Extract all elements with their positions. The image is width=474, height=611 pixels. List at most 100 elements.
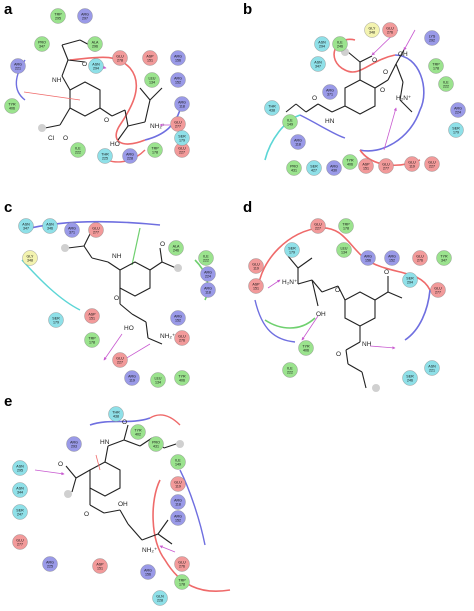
pocket-contour-acidic (257, 227, 431, 291)
atom-label: O (380, 87, 385, 94)
residue-name: GLU (416, 254, 424, 258)
residue-bubble (174, 130, 190, 146)
residue-name: ARG (14, 62, 22, 66)
ligand-structure (61, 233, 182, 345)
residue-number: 152 (175, 519, 181, 523)
residue-number: 178 (152, 151, 158, 155)
residue-bubble (200, 282, 216, 298)
residue-number: 277 (383, 167, 389, 171)
residue-bubble (84, 332, 100, 348)
residue-name: ARG (454, 106, 462, 110)
residue-number: 431 (153, 445, 159, 449)
residue-number: 277 (93, 231, 99, 235)
residue-bubble (248, 278, 264, 294)
residue-name: GLU (178, 146, 186, 150)
residue-bubble (310, 218, 326, 234)
residue-name: LEU (155, 376, 162, 380)
residue-bubble (50, 8, 66, 24)
residue-name: TRP (432, 62, 440, 66)
residue-name: SER (310, 164, 318, 168)
residue-number: 222 (287, 371, 293, 375)
residue-bubble (77, 8, 93, 24)
residue-number: 438 (269, 109, 275, 113)
hbond-arrow (383, 107, 397, 151)
residue-bubble (18, 218, 34, 234)
atom-label: O (63, 135, 68, 142)
residue-number: 276 (179, 339, 185, 343)
residue-name: GLU (386, 26, 394, 30)
residue-name: GLU (116, 356, 124, 360)
residue-number: 228 (157, 599, 163, 603)
residue-name: PRO (290, 164, 298, 168)
residue-name: ILE (287, 118, 293, 122)
residue-bubble (122, 148, 138, 164)
residue-name: SER (16, 508, 24, 512)
residue-name: SER (406, 276, 414, 280)
residue-number: 371 (69, 231, 75, 235)
residue-number: 119 (175, 485, 181, 489)
residue-number: 402 (135, 433, 141, 437)
residue-bubble (326, 160, 342, 176)
residue-bubble (108, 406, 124, 422)
residue-name: TYR (302, 344, 310, 348)
residue-number: 134 (149, 81, 155, 85)
residue-bubble (148, 436, 164, 452)
residue-name: ASN (314, 60, 322, 64)
residue-name: ASP (146, 54, 154, 58)
residue-name: ILE (443, 80, 449, 84)
atom-label: O (114, 295, 119, 302)
residue-bubble (12, 504, 28, 520)
residue-name: ARG (388, 254, 396, 258)
hbond-arrow (267, 279, 281, 289)
residue-name: GLU (92, 226, 100, 230)
residue-name: ASN (16, 486, 24, 490)
residue-number: 225 (47, 565, 53, 569)
residue-number: 228 (127, 157, 133, 161)
residue-bubble (70, 142, 86, 158)
ligand-structure (285, 47, 413, 115)
atom-label: O (104, 117, 109, 124)
residue-name: ARG (46, 560, 54, 564)
residue-bubble (4, 98, 20, 114)
residue-name: TYR (134, 428, 142, 432)
residue-bubble (168, 240, 184, 256)
residue-bubble (424, 30, 440, 46)
residue-bubble (174, 96, 190, 112)
residue-bubble (438, 76, 454, 92)
panel-b: b O O OH O H₂N⁺ HN O (243, 1, 425, 166)
residue-name: PRO (152, 440, 160, 444)
residue-bubble (170, 50, 186, 66)
residue-number: 348 (369, 31, 375, 35)
atom-label: NH₂⁺ (150, 123, 166, 130)
residue-bubble (87, 36, 103, 52)
residue-number: 119 (409, 165, 415, 169)
residue-number: 149 (175, 463, 181, 467)
atom-label: H₂N⁺ (396, 95, 412, 102)
pocket-contour-basic (144, 109, 181, 141)
residue-number: 294 (93, 67, 99, 71)
panel-b-label: b (243, 1, 252, 18)
